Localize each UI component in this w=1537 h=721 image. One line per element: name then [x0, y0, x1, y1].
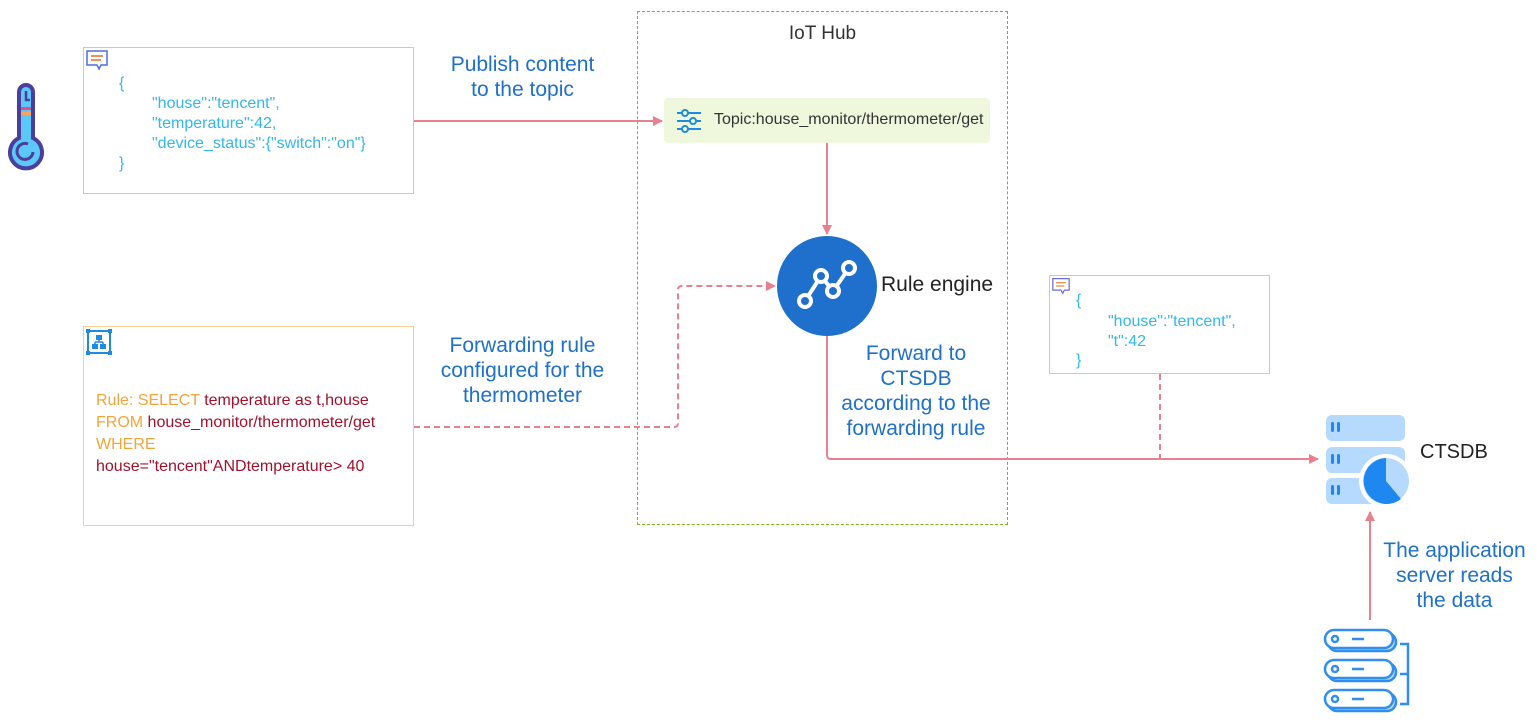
- rule-box: Rule: SELECT temperature as t,house FROM…: [83, 326, 414, 526]
- forwarding-rule-label-line: Forwarding rule: [449, 334, 596, 357]
- forward-to-ctsdb-label: Forward to CTSDB according to the forwar…: [826, 341, 1006, 441]
- forwarding-rule-label-line: thermometer: [462, 384, 583, 407]
- payload-line: }: [119, 155, 125, 172]
- topic-box[interactable]: Topic:house_monitor/thermometer/get: [664, 98, 990, 143]
- arrow-engine-to-ctsdb: [826, 336, 1319, 464]
- server-stack-icon[interactable]: [1322, 627, 1414, 719]
- hierarchy-icon: [86, 329, 112, 355]
- rule-value: house="tencent"ANDtemperature> 40: [96, 458, 365, 475]
- rule-value: house_monitor/thermometer/get: [147, 414, 376, 431]
- output-payload-box: { "house":"tencent", "t":42 }: [1049, 275, 1270, 374]
- forwarding-rule-label: Forwarding rule configured for the therm…: [420, 333, 625, 408]
- line-graph-nodes-icon: [797, 260, 857, 309]
- forward-label-line: Forward to: [865, 342, 967, 365]
- publish-label-line: Publish content: [450, 53, 595, 76]
- sliders-icon: [677, 109, 701, 133]
- rule-line: FROM house_monitor/thermometer/get: [96, 412, 375, 434]
- publish-label: Publish content to the topic: [420, 52, 625, 102]
- payload-line: "temperature":42,: [152, 115, 277, 132]
- payload-line: {: [119, 75, 125, 92]
- rule-line: Rule: SELECT temperature as t,house: [96, 390, 369, 412]
- output-payload-line: {: [1076, 292, 1082, 309]
- database-pie-icon[interactable]: [1323, 413, 1413, 511]
- iot-hub-container: [637, 11, 1008, 525]
- iot-hub-title: IoT Hub: [788, 23, 857, 44]
- rule-keyword: FROM: [96, 414, 148, 431]
- arrow-rule-to-engine: [414, 281, 776, 428]
- output-payload-line: }: [1076, 352, 1082, 369]
- topic-label: Topic:house_monitor/thermometer/get: [714, 111, 984, 128]
- ctsdb-label: CTSDB: [1420, 441, 1488, 463]
- app-server-label-line: The application: [1383, 539, 1526, 562]
- rule-engine-node[interactable]: [777, 236, 877, 336]
- device-payload-box: { "house":"tencent", "temperature":42, "…: [83, 47, 414, 194]
- rule-value: temperature as t,house: [204, 392, 369, 409]
- forward-label-line: CTSDB: [880, 367, 952, 390]
- rule-keyword: Rule: SELECT: [96, 392, 205, 409]
- payload-line: "house":"tencent",: [152, 95, 280, 112]
- app-server-label-line: the data: [1416, 589, 1493, 612]
- rule-keyword: WHERE: [96, 436, 156, 453]
- rule-line: WHERE: [96, 434, 156, 456]
- thermometer-icon: [8, 83, 44, 171]
- forwarding-rule-label-line: configured for the: [440, 359, 605, 382]
- output-payload-line: "t":42: [1108, 333, 1147, 350]
- publish-label-line: to the topic: [471, 78, 574, 101]
- app-server-label: The application server reads the data: [1372, 538, 1537, 613]
- rule-line: house="tencent"ANDtemperature> 40: [96, 456, 364, 478]
- payload-line: "device_status":{"switch":"on"}: [152, 135, 366, 152]
- output-payload-line: "house":"tencent",: [1108, 313, 1236, 330]
- message-icon: [86, 50, 108, 71]
- message-icon: [1052, 278, 1070, 295]
- forward-label-line: according to the: [841, 392, 991, 415]
- app-server-label-line: server reads: [1396, 564, 1513, 587]
- forward-label-line: forwarding rule: [846, 417, 986, 440]
- rule-engine-label: Rule engine: [881, 273, 994, 296]
